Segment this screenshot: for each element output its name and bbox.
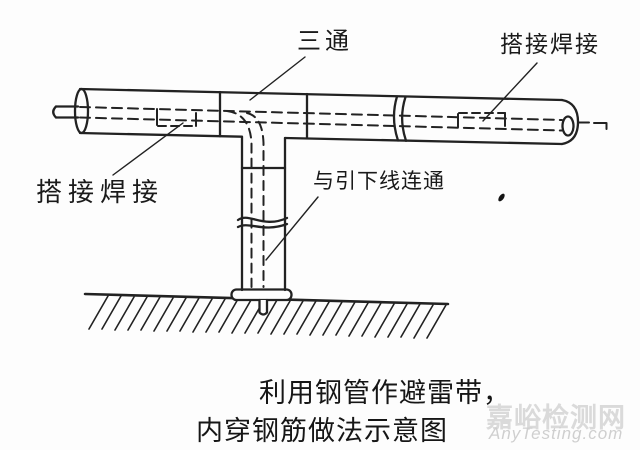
lap-joint-left [156,108,197,127]
flange [230,288,293,302]
label-lap-weld-top-right: 搭接焊接 [500,32,600,57]
caption-line-1: 利用钢管作避雷带， [259,378,511,408]
ground-hatching [88,295,447,339]
tee-bend-dashes [226,110,265,288]
leader-lines [112,56,538,261]
label-down-conductor-link: 与引下线连通 [313,169,445,193]
ink-speck [498,193,505,202]
label-lap-weld-left: 搭接焊接 [36,178,165,207]
anchor-rod [258,298,269,316]
watermark-site-name-cn: 嘉峪检测网 [486,403,626,433]
label-tee: 三通 [297,29,353,55]
steel-bar-dashed-lines [79,106,608,132]
lap-joint-right [457,112,506,128]
caption-line-2: 内穿钢筋做法示意图 [196,416,448,446]
watermark-site-name-en: AnyTesting.com [489,424,624,443]
pipe-outline [52,87,580,146]
